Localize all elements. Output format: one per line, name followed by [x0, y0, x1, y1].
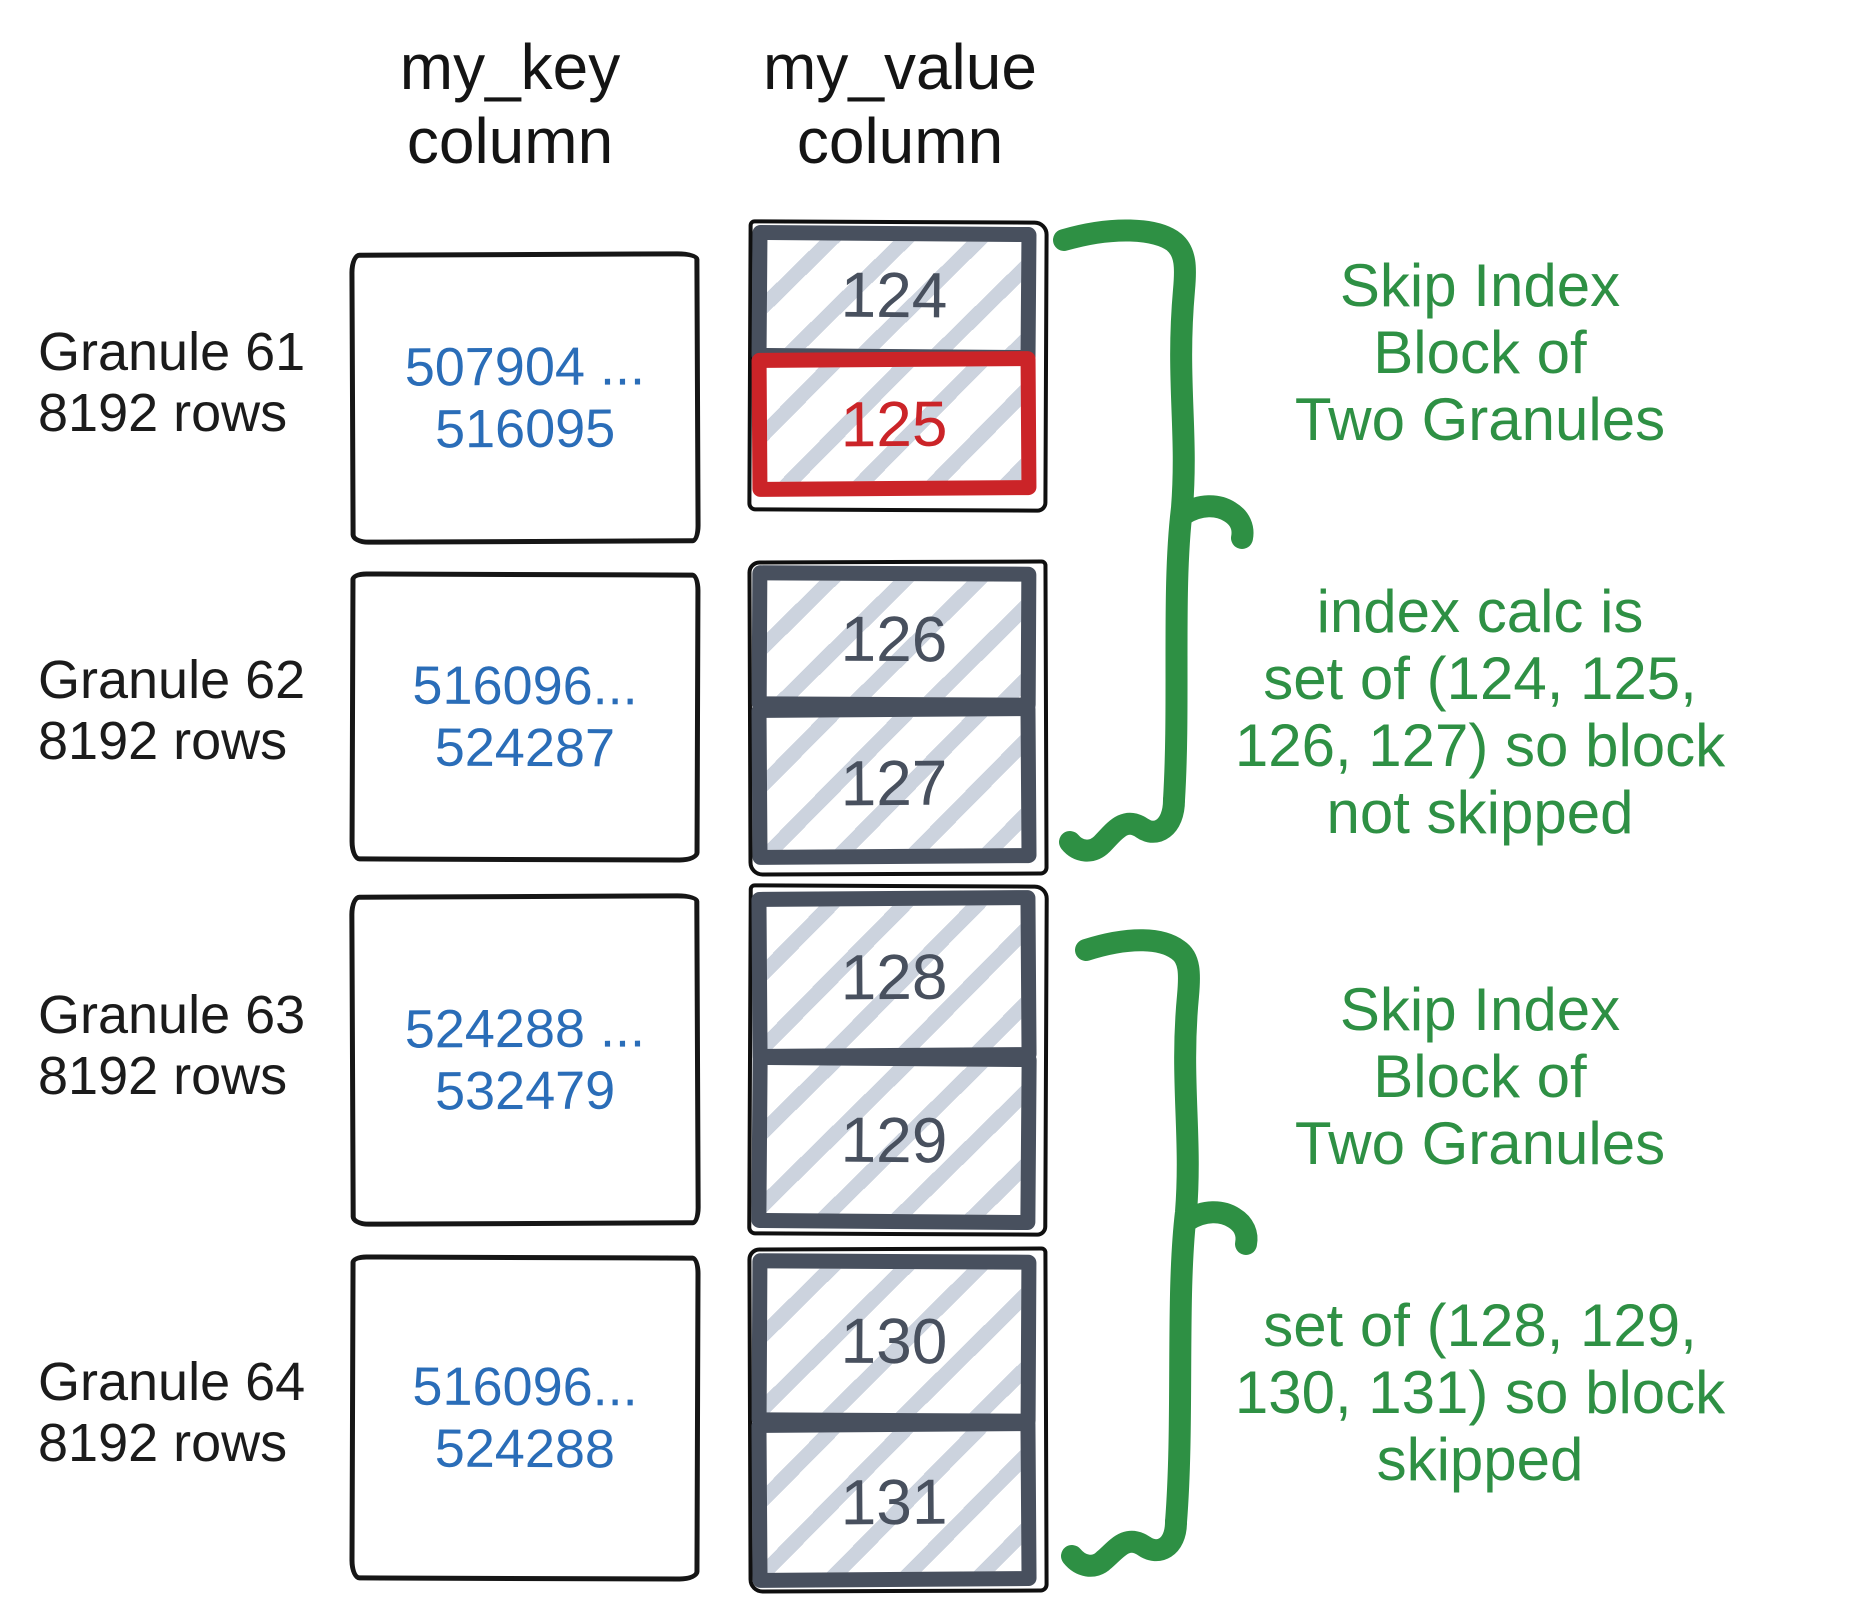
skip-block-brace-bottom-tail — [1061, 1511, 1187, 1577]
value-block-128: 128 — [751, 890, 1037, 1064]
granule-61-key-range: 507904 ... 516095 — [404, 336, 646, 460]
value-block-126: 126 — [751, 565, 1037, 713]
annotation-index-calc-skipped: set of (128, 129, 130, 131) so block ski… — [1234, 1292, 1726, 1493]
granule-61-label: Granule 61 8192 rows — [38, 322, 306, 443]
granule-62-key-box: 516096... 524287 — [349, 571, 701, 863]
value-block-127: 127 — [751, 701, 1037, 865]
granule-64-label: Granule 64 8192 rows — [38, 1352, 306, 1473]
granule-63-key-box: 524288 ... 532479 — [349, 893, 701, 1227]
column-header-my-value: my_value column — [763, 31, 1037, 177]
granule-62-key-range: 516096... 524287 — [412, 655, 638, 779]
granule-61-key-box: 507904 ... 516095 — [349, 251, 701, 545]
granule-63-key-range: 524288 ... 532479 — [404, 998, 646, 1122]
value-block-129: 129 — [751, 1049, 1037, 1231]
value-block-130: 130 — [751, 1253, 1037, 1429]
granule-62-label: Granule 62 8192 rows — [38, 650, 306, 771]
annotation-skip-block-1: Skip Index Block of Two Granules — [1294, 252, 1666, 453]
value-block-131: 131 — [751, 1416, 1037, 1588]
column-header-my-key: my_key column — [399, 31, 621, 177]
annotation-skip-block-2: Skip Index Block of Two Granules — [1294, 976, 1666, 1177]
granule-64-key-box: 516096... 524288 — [349, 1254, 701, 1582]
skip-block-brace-bottom-tick — [1177, 1201, 1258, 1255]
granule-64-key-range: 516096... 524288 — [412, 1356, 638, 1480]
value-block-125-highlighted: 125 — [751, 351, 1037, 497]
skip-block-brace-top-tick — [1173, 495, 1254, 549]
value-block-124: 124 — [751, 224, 1037, 366]
granule-63-label: Granule 63 8192 rows — [38, 985, 306, 1106]
annotation-index-calc-not-skipped: index calc is set of (124, 125, 126, 127… — [1234, 578, 1726, 846]
